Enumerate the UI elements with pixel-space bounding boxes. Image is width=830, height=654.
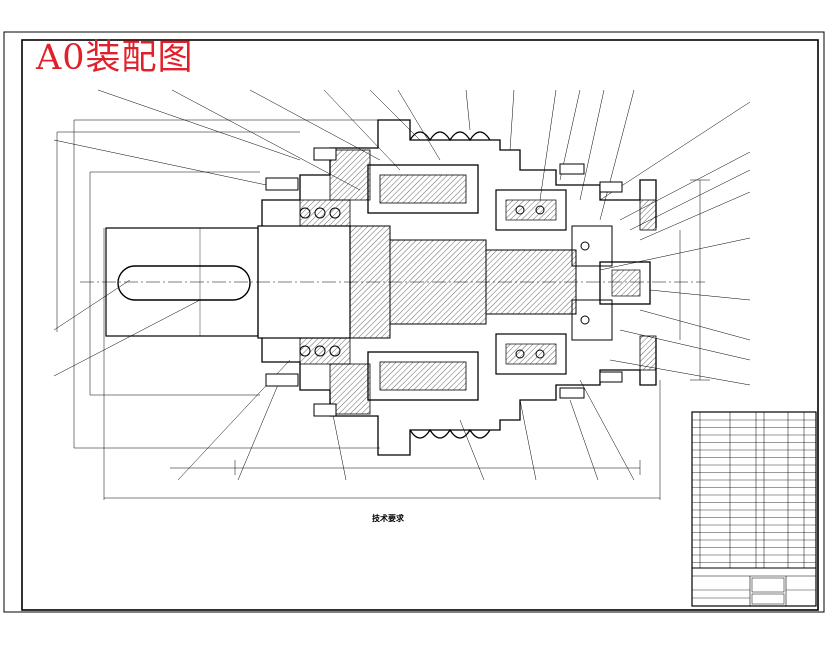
- parts-list-table: [691, 411, 817, 607]
- bolts: [265, 147, 623, 417]
- dimension-lines: [56, 119, 710, 500]
- leader-lines: [53, 89, 751, 481]
- drawing-stamp-label: A0装配图: [36, 38, 194, 78]
- technical-requirements-title: 技术要求: [372, 514, 404, 523]
- bearings: [299, 205, 590, 359]
- sprocket-teeth: [409, 131, 491, 439]
- drawing-frame: [3, 31, 825, 613]
